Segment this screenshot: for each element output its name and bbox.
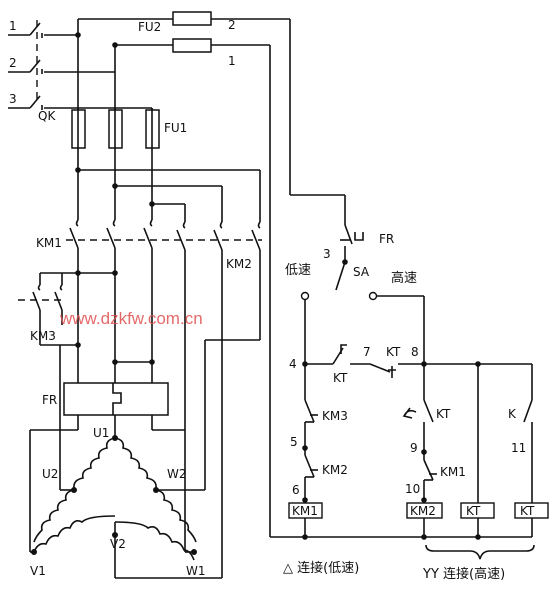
- km2-contact-label: KM2: [322, 463, 348, 477]
- v1-label: V1: [30, 564, 46, 578]
- km3-contact-label: KM3: [322, 409, 348, 423]
- km3-contacts: KM3: [18, 270, 155, 365]
- km1-coil-label: KM1: [292, 504, 318, 518]
- node-4: 4: [289, 357, 297, 371]
- node-7: 7: [363, 345, 371, 359]
- km2-coil-label: KM2: [410, 504, 436, 518]
- phase-2-label: 2: [9, 56, 17, 70]
- yy-brace: [425, 544, 535, 560]
- node-8: 8: [411, 345, 419, 359]
- u1-label: U1: [93, 426, 109, 440]
- fr-label: FR: [42, 393, 57, 407]
- u2-label: U2: [42, 467, 58, 481]
- kt-c-label: KT: [436, 407, 451, 421]
- sa-label: SA: [353, 265, 370, 279]
- qk-main-switch: QK: [29, 20, 56, 123]
- fu2-fuses: FU2 2 1: [77, 11, 345, 537]
- fr-contact-label: FR: [379, 232, 394, 246]
- power-buses: [75, 32, 153, 110]
- fu2-label: FU2: [138, 20, 161, 34]
- incoming-lines: 1 2 3: [8, 19, 30, 109]
- main-contacts-row: KM1 KM2: [36, 219, 262, 271]
- node-10: 10: [405, 482, 420, 496]
- w1-label: W1: [186, 564, 206, 578]
- phase-3-label: 3: [9, 92, 17, 106]
- control-circuit: FR 3 SA 低速 高速 4 KT 7 KT 8 KM3: [270, 195, 549, 540]
- high-speed-label: 高速: [391, 270, 417, 286]
- km1-contact-label: KM1: [440, 465, 466, 479]
- kt-coil-1-label: KT: [466, 504, 481, 518]
- sa-high-terminal: [368, 291, 378, 301]
- km1-label: KM1: [36, 236, 62, 250]
- v2-label: V2: [110, 537, 126, 551]
- k-label: K: [508, 407, 517, 421]
- yy-caption: YY 连接(高速): [422, 566, 505, 582]
- w2-label: W2: [167, 467, 187, 481]
- fu2-wire-2: 2: [228, 18, 236, 32]
- qk-label: QK: [38, 109, 56, 123]
- delta-caption: △ 连接(低速): [283, 560, 359, 576]
- kt-a-label: KT: [333, 371, 348, 385]
- kt-coil-2-label: KT: [520, 504, 535, 518]
- kt-b-label: KT: [386, 345, 401, 359]
- node-3: 3: [323, 247, 331, 261]
- node-6: 6: [292, 483, 300, 497]
- fu1-fuses: FU1: [71, 108, 187, 149]
- fr-overload-relay: FR: [42, 382, 169, 416]
- node-9: 9: [410, 441, 418, 455]
- watermark: www.dzkfw.com.cn: [59, 309, 203, 328]
- node-5: 5: [290, 435, 298, 449]
- phase-1-label: 1: [9, 19, 17, 33]
- sa-low-terminal: [300, 291, 310, 301]
- km3-label: KM3: [30, 329, 56, 343]
- node-11: 11: [511, 441, 526, 455]
- km2-label: KM2: [226, 257, 252, 271]
- fu1-label: FU1: [164, 121, 187, 135]
- fu2-wire-1: 1: [228, 54, 236, 68]
- motor-windings: U1 U2 W2 V2 V1 W1: [30, 339, 260, 579]
- low-speed-label: 低速: [285, 263, 311, 278]
